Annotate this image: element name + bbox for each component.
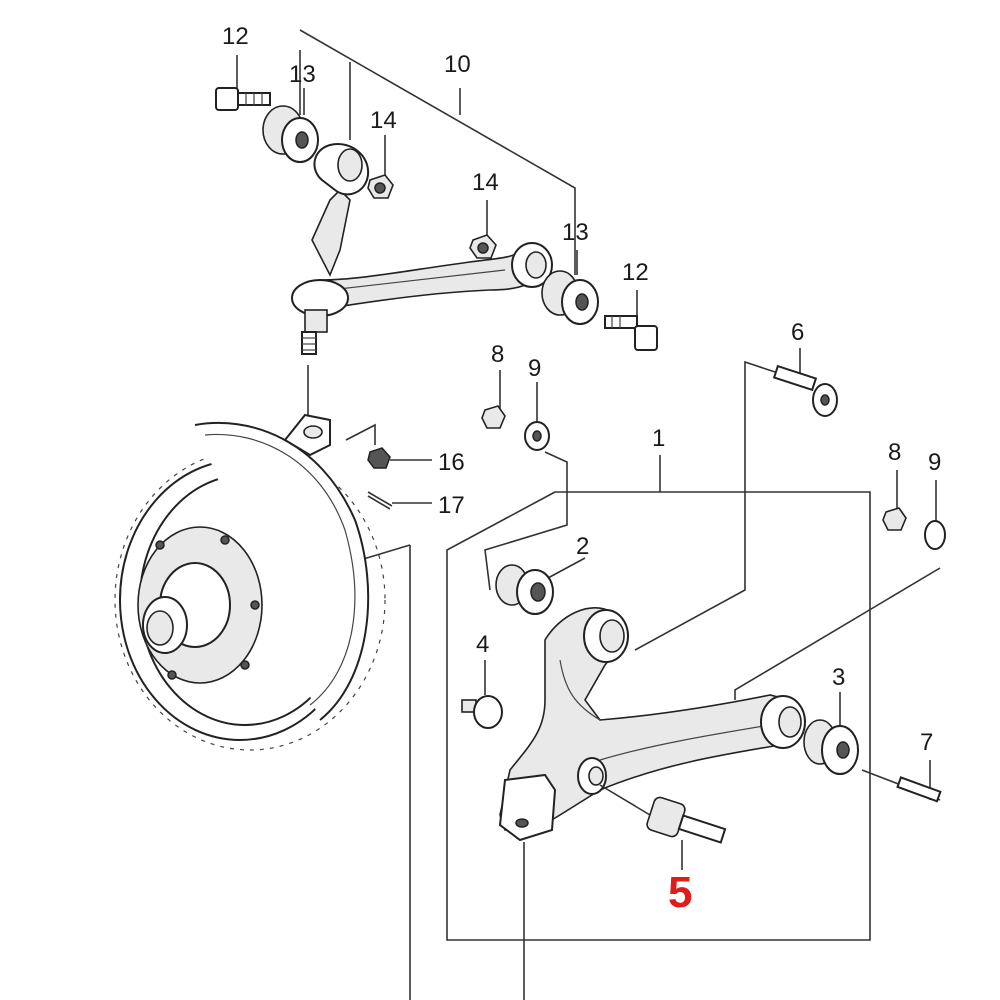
bushing-13-upper-left (262, 105, 319, 163)
bolt-12-upper-right (604, 315, 658, 351)
label-17: 17 (438, 492, 465, 519)
label-16: 16 (438, 449, 465, 476)
label-12-upper-left: 12 (222, 23, 249, 50)
bushing-13-upper-right (541, 270, 599, 325)
leader-lines (236, 29, 941, 1000)
label-7: 7 (920, 729, 933, 756)
nut-8-washer-9-left (481, 405, 550, 451)
label-9-right: 9 (928, 449, 941, 476)
label-8-left: 8 (491, 341, 504, 368)
label-5-highlighted: 5 (668, 868, 692, 917)
nut-16 (367, 447, 391, 469)
label-3: 3 (832, 664, 845, 691)
cotter-pin-17 (367, 491, 393, 510)
label-6: 6 (791, 319, 804, 346)
label-8-right: 8 (888, 439, 901, 466)
brake-disc-hub (114, 413, 386, 751)
label-12-upper-right: 12 (622, 259, 649, 286)
upper-control-arm (291, 143, 553, 355)
nut-14-upper-left (367, 174, 394, 199)
label-2: 2 (576, 533, 589, 560)
bolt-12-upper-left (215, 87, 271, 111)
label-9-left: 9 (528, 355, 541, 382)
ball-joint-5 (599, 784, 727, 844)
nut-8-washer-9-right (882, 507, 946, 550)
label-4: 4 (476, 631, 489, 658)
bushing-3 (803, 719, 859, 775)
bushing-2 (495, 564, 554, 615)
label-13-upper-right: 13 (562, 219, 589, 246)
label-14-upper-right: 14 (472, 169, 499, 196)
stopper-4 (461, 695, 503, 729)
label-14-upper-left: 14 (370, 107, 397, 134)
label-10: 10 (444, 51, 471, 78)
lower-control-arm (498, 607, 806, 842)
part-labels: 12 13 10 14 14 13 12 6 8 9 1 16 17 8 9 2… (222, 23, 941, 917)
bolt-6 (772, 364, 838, 417)
label-1: 1 (652, 425, 665, 452)
bolt-7 (861, 769, 942, 803)
label-13-upper-left: 13 (289, 61, 316, 88)
nut-14-upper-right (469, 234, 497, 259)
